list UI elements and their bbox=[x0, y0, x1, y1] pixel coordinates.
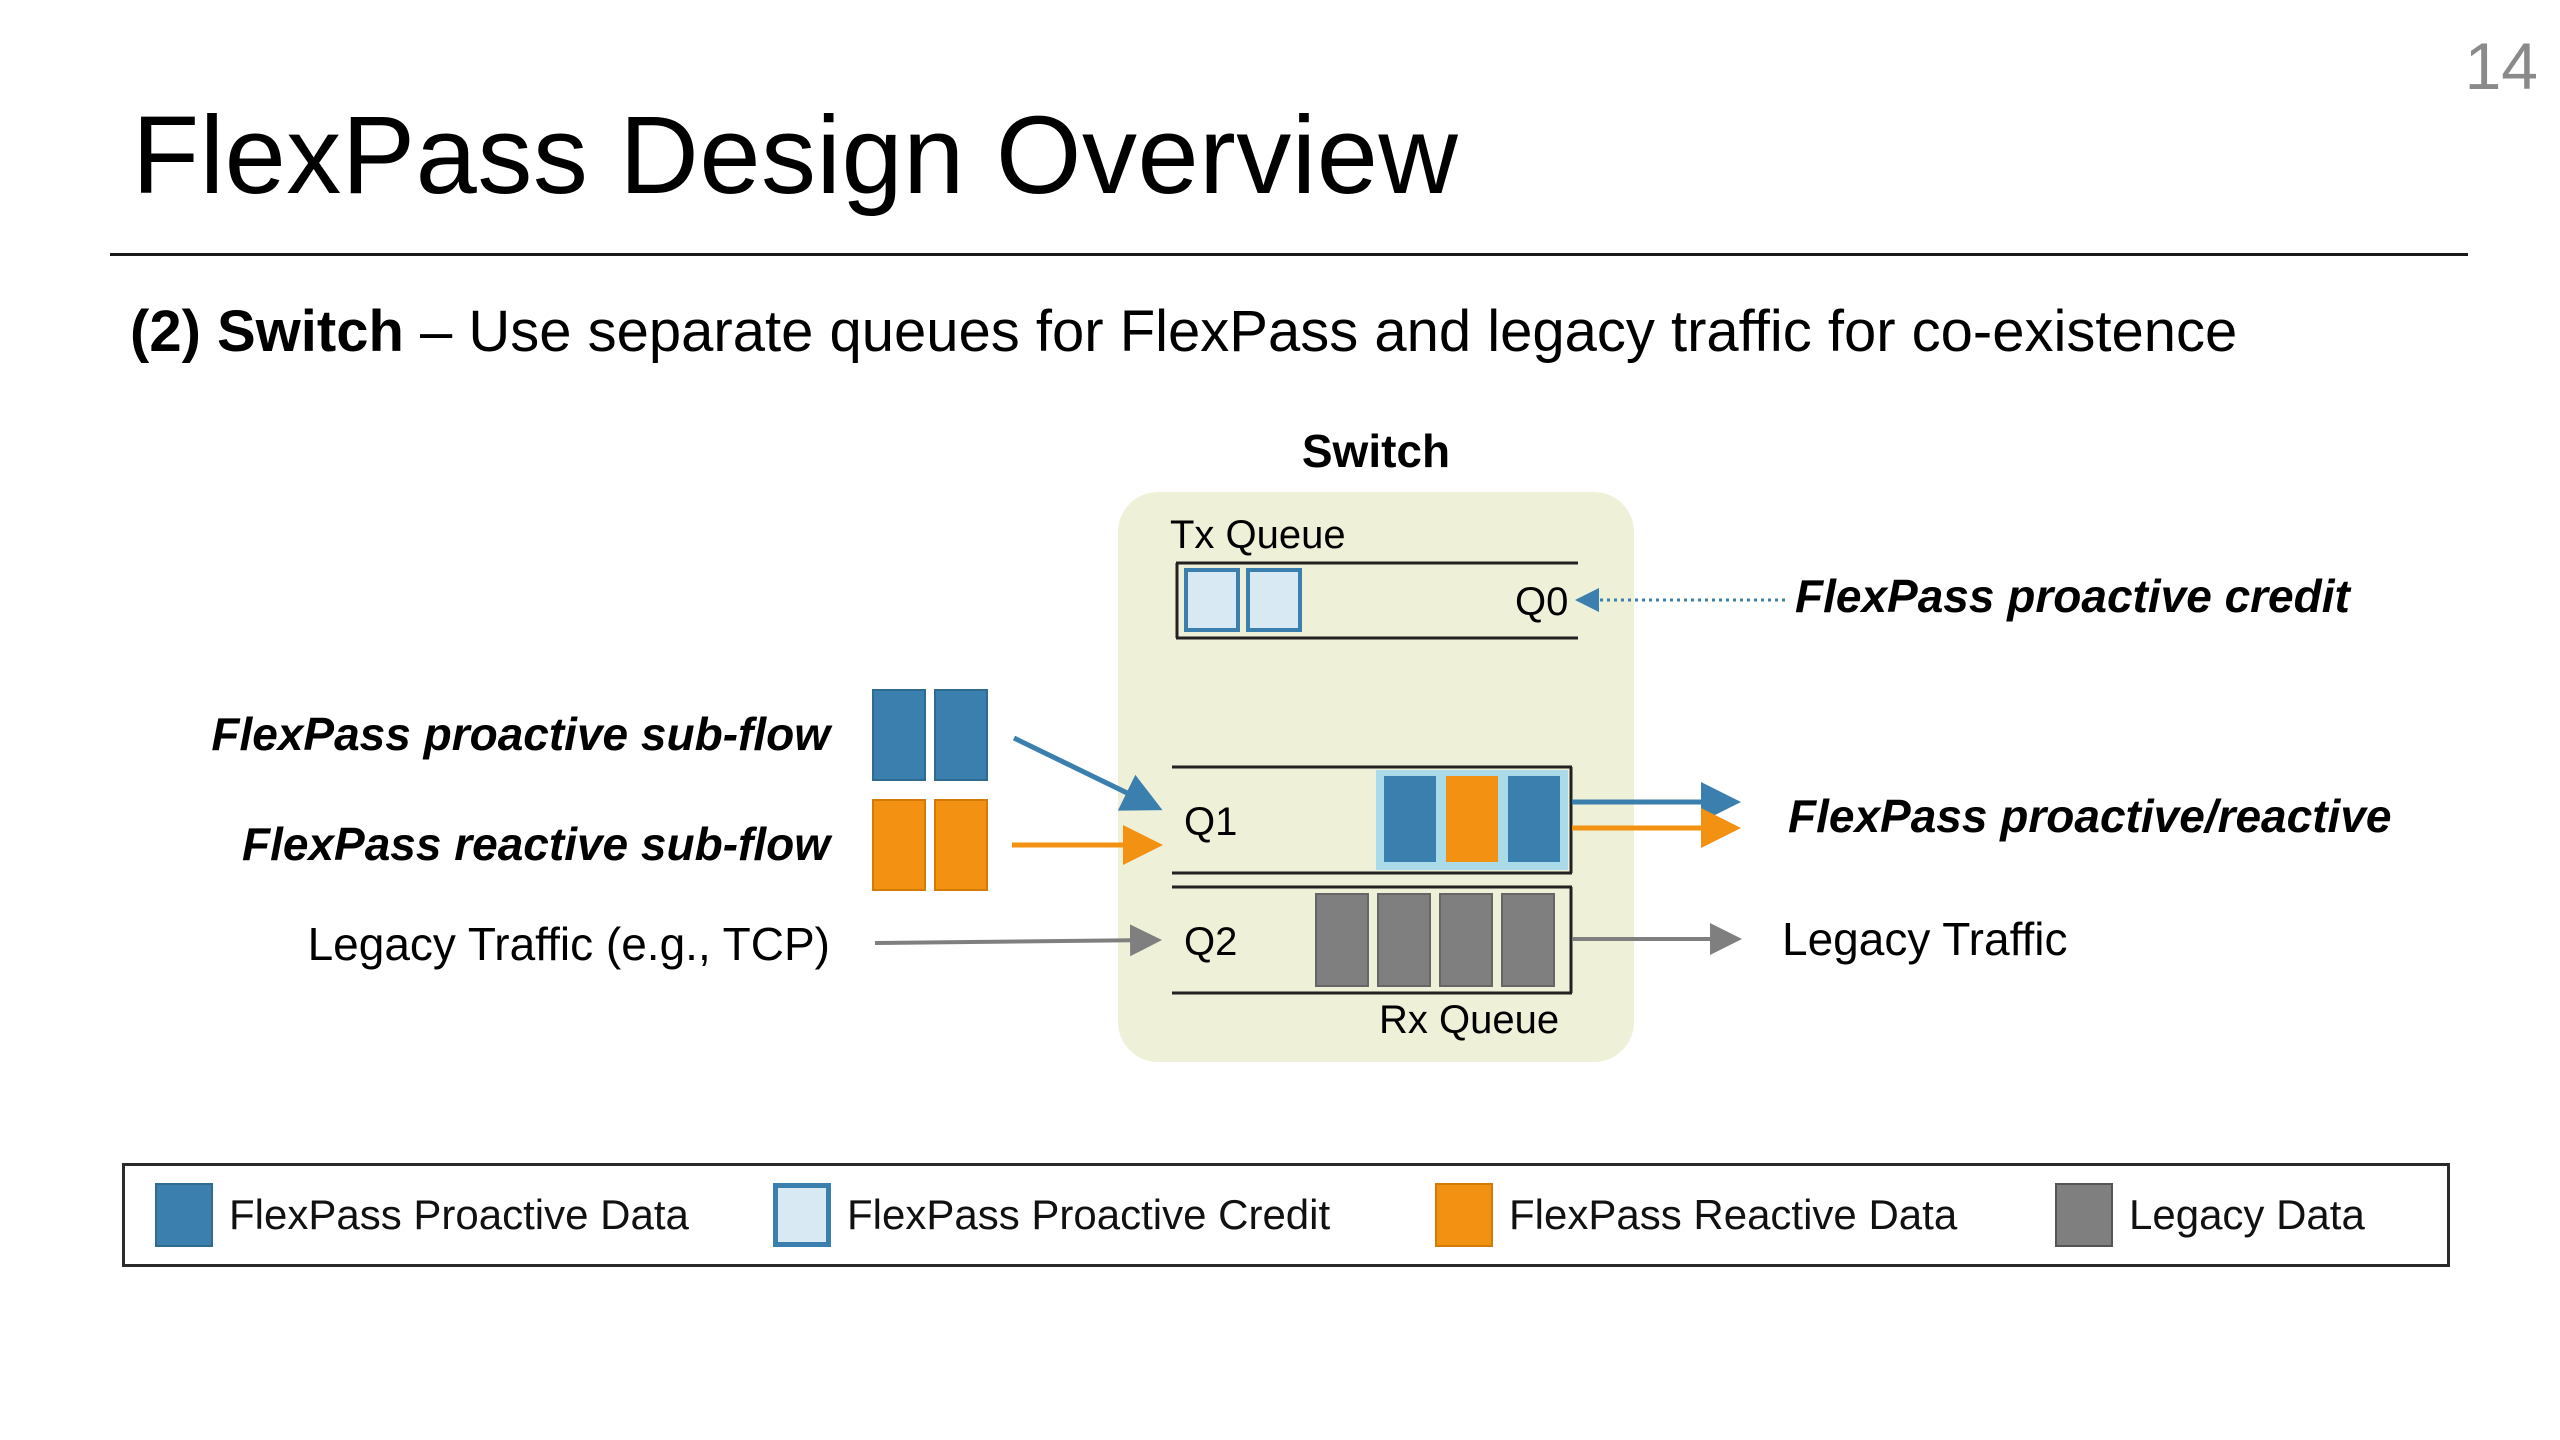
q1-label: Q1 bbox=[1184, 800, 1237, 844]
q0-label: Q0 bbox=[1515, 580, 1568, 624]
legacy-data-packet bbox=[1315, 893, 1369, 987]
proactive-credit-swatch-icon bbox=[773, 1183, 831, 1247]
legacy-traffic-output-label: Legacy Traffic bbox=[1782, 913, 2068, 965]
credit-packet bbox=[1246, 568, 1302, 632]
slide-number: 14 bbox=[2464, 29, 2538, 103]
proactive-data-packet bbox=[1508, 776, 1560, 862]
tx-queue-label: Tx Queue bbox=[1170, 513, 1346, 557]
proactive-subflow-packet bbox=[872, 689, 926, 781]
legend-item-proactive-data: FlexPass Proactive Data bbox=[155, 1166, 689, 1264]
proactive-subflow-arrow bbox=[1012, 735, 1163, 811]
q2-queue bbox=[1172, 885, 1573, 995]
legend-label: FlexPass Proactive Credit bbox=[847, 1191, 1331, 1238]
legend-item-reactive-data: FlexPass Reactive Data bbox=[1435, 1166, 1957, 1264]
legacy-data-packet bbox=[1501, 893, 1555, 987]
title-divider bbox=[110, 253, 2468, 256]
reactive-data-swatch-icon bbox=[1435, 1183, 1493, 1247]
subtitle-bold: Switch bbox=[217, 299, 404, 364]
legend-item-legacy-data: Legacy Data bbox=[2055, 1166, 2365, 1264]
slide-title: FlexPass Design Overview bbox=[132, 94, 1459, 217]
legend-item-proactive-credit: FlexPass Proactive Credit bbox=[773, 1166, 1330, 1264]
legacy-data-packet bbox=[1439, 893, 1493, 987]
legacy-data-packet bbox=[1377, 893, 1431, 987]
q1-queue bbox=[1172, 765, 1573, 875]
reactive-data-packet bbox=[1446, 776, 1498, 862]
rx-queue-label: Rx Queue bbox=[1379, 998, 1559, 1042]
reactive-subflow-packet bbox=[872, 799, 926, 891]
proactive-data-packet bbox=[1384, 776, 1436, 862]
proactive-subflow-packet bbox=[934, 689, 988, 781]
legend-label: FlexPass Reactive Data bbox=[1509, 1191, 1958, 1238]
credit-packet bbox=[1184, 568, 1240, 632]
legacy-traffic-input-label: Legacy Traffic (e.g., TCP) bbox=[308, 918, 830, 970]
legacy-data-swatch-icon bbox=[2055, 1183, 2113, 1247]
q2-label: Q2 bbox=[1184, 920, 1237, 964]
reactive-subflow-packet bbox=[934, 799, 988, 891]
subtitle-rest: – Use separate queues for FlexPass and l… bbox=[403, 299, 2238, 364]
legend: FlexPass Proactive Data FlexPass Proacti… bbox=[122, 1163, 2450, 1267]
legend-label: FlexPass Proactive Data bbox=[229, 1191, 689, 1238]
slide-subtitle: (2) Switch – Use separate queues for Fle… bbox=[130, 298, 2237, 365]
proactive-data-swatch-icon bbox=[155, 1183, 213, 1247]
reactive-subflow-label: FlexPass reactive sub-flow bbox=[242, 818, 833, 870]
q0-queue bbox=[1175, 561, 1578, 640]
proactive-reactive-output-label: FlexPass proactive/reactive bbox=[1788, 790, 2391, 842]
legacy-input-arrow bbox=[874, 924, 1162, 957]
switch-label: Switch bbox=[1302, 425, 1450, 477]
subtitle-prefix: (2) bbox=[130, 299, 217, 364]
proactive-subflow-label: FlexPass proactive sub-flow bbox=[211, 708, 833, 760]
legend-label: Legacy Data bbox=[2129, 1191, 2365, 1238]
proactive-credit-label: FlexPass proactive credit bbox=[1795, 570, 2352, 622]
